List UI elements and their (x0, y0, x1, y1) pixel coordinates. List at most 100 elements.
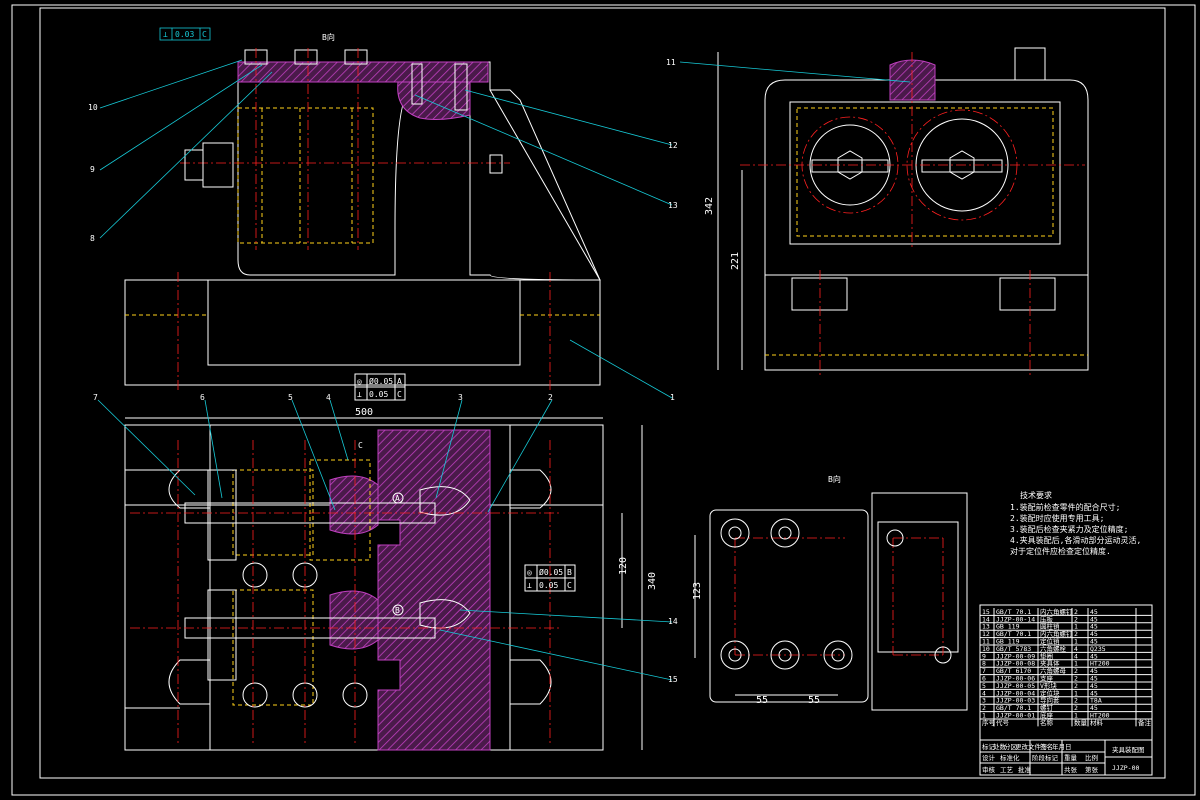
parts-cell: JJZP-00-01 (996, 712, 1035, 720)
parts-cell: 定位销 (1040, 637, 1060, 646)
parts-cell: HT200 (1090, 660, 1110, 668)
parts-cell: 内六角螺钉 (1040, 607, 1073, 616)
title-cell: 处数 (993, 742, 1007, 751)
part-number-6: 6 (200, 393, 205, 402)
parts-cell: 45 (1090, 704, 1098, 712)
parts-cell: 45 (1090, 630, 1098, 638)
parts-header-cell: 序号 (982, 718, 996, 727)
parts-cell: 六角螺母 (1040, 666, 1067, 675)
parts-header-cell: 备注 (1138, 718, 1152, 727)
fcf-a2-value: 0.05 (369, 390, 388, 399)
datum-a: A (395, 494, 400, 503)
parts-cell: 8 (982, 660, 986, 668)
parts-cell: 45 (1090, 608, 1098, 616)
parts-cell: V形块 (1040, 681, 1057, 690)
parts-cell: 13 (982, 623, 990, 631)
outer-frame (11, 4, 1196, 796)
fcf-a2-symbol: ⊥ (357, 390, 362, 399)
parts-header-cell: 数量 (1074, 718, 1088, 727)
title-cell: 阶段标记 (1032, 753, 1059, 762)
part-number-5: 5 (288, 393, 293, 402)
view-label-bview: B向 (828, 474, 841, 484)
fcf-a: ◎ Ø0.05 A ⊥ 0.05 C (354, 373, 406, 401)
title-block (979, 604, 1153, 776)
parts-cell: 2 (1074, 615, 1078, 623)
parts-cell: 5 (982, 682, 986, 690)
front-base (124, 279, 601, 386)
parts-cell: 导向套 (1040, 696, 1060, 705)
parts-cell: 45 (1090, 682, 1098, 690)
parts-cell: JJZP-00-09 (996, 652, 1035, 660)
part-number-3: 3 (458, 393, 463, 402)
leader-lines (97, 59, 911, 681)
tech-item-5: 对于定位件应检查定位精度. (1010, 546, 1111, 556)
parts-cell: 夹具体 (1040, 659, 1060, 668)
title-cell: 比例 (1085, 753, 1098, 762)
parts-cell: GB 119 (996, 638, 1020, 646)
fcf-b2-value: 0.05 (539, 581, 558, 590)
front-top-plate (237, 61, 489, 83)
parts-cell: GB/T 70.1 (996, 704, 1031, 712)
inner-frame (39, 7, 1166, 779)
fcf-a2-datum: C (397, 390, 402, 399)
part-number-12: 12 (668, 141, 678, 150)
parts-header-cell: 代号 (996, 718, 1010, 727)
dim-bore-spacing: 120 (618, 557, 629, 575)
parts-cell: GB/T 6170 (996, 667, 1031, 675)
title-cell: 更改文件号 (1015, 742, 1048, 751)
parts-cell: 45 (1090, 623, 1098, 631)
b-view-plate (709, 509, 869, 703)
view-label-top: B向 (322, 32, 335, 42)
parts-cell: JJZP-00-05 (996, 682, 1035, 690)
tech-item-1: 1.装配前检查零件的配合尺寸; (1010, 502, 1120, 512)
parts-cell: GB/T 5783 (996, 645, 1031, 653)
parts-cell: 45 (1090, 675, 1098, 683)
part-number-7: 7 (93, 393, 98, 402)
parts-cell: 定位块 (1040, 688, 1060, 697)
parts-cell: 45 (1090, 638, 1098, 646)
title-cell: 批准 (1018, 765, 1032, 774)
parts-cell: 6 (982, 675, 986, 683)
datum-b: B (395, 606, 400, 615)
parts-cell: GB/T 70.1 (996, 608, 1031, 616)
front-nut (184, 149, 204, 181)
side-body (764, 79, 1089, 276)
part-number-10: 10 (88, 103, 98, 112)
part-number-2: 2 (548, 393, 553, 402)
parts-cell: 9 (982, 652, 986, 660)
fcf-top-datum: C (202, 30, 207, 39)
parts-cell: JJZP-00-06 (996, 675, 1035, 683)
parts-cell: 45 (1090, 615, 1098, 623)
title-cell: 共张 (1064, 765, 1078, 774)
parts-cell: GB 119 (996, 623, 1020, 631)
parts-cell: 2 (1074, 675, 1078, 683)
parts-cell: 垫圈 (1040, 651, 1053, 660)
dim-overall-width: 500 (355, 407, 373, 418)
tech-requirements: 技术要求 1.装配前检查零件的配合尺寸; 2.装配时应使用专用工具; 3.装配后… (1010, 490, 1141, 556)
dim-pitch-2: 55 (808, 695, 820, 706)
front-view (124, 48, 601, 390)
parts-cell: 2 (1074, 608, 1078, 616)
dim-base-vertical: 123 (692, 582, 703, 600)
side-view (717, 47, 1089, 375)
title-cell: 签名 (1040, 742, 1053, 751)
fcf-top: ⊥ 0.03 C (159, 27, 211, 41)
fcf-b: ◎ Ø0.05 B ⊥ 0.05 C (524, 564, 576, 592)
title-cell: 标准化 (1000, 753, 1020, 762)
parts-cell: JJZP-00-08 (996, 660, 1035, 668)
parts-cell: 15 (982, 608, 990, 616)
parts-cell: JJZP-00-03 (996, 697, 1035, 705)
parts-cell: 10 (982, 645, 990, 653)
title-cell: 年月日 (1052, 742, 1072, 751)
parts-cell: 压板 (1040, 614, 1054, 623)
b-view (694, 492, 968, 711)
part-number-11: 11 (666, 58, 676, 67)
fcf-top-value: 0.03 (175, 30, 194, 39)
fcf-b-value: Ø0.05 (539, 567, 563, 577)
parts-cell: 4 (1074, 652, 1078, 660)
parts-cell: 1 (1074, 638, 1078, 646)
parts-cell: 45 (1090, 667, 1098, 675)
parts-cell: 2 (1074, 704, 1078, 712)
